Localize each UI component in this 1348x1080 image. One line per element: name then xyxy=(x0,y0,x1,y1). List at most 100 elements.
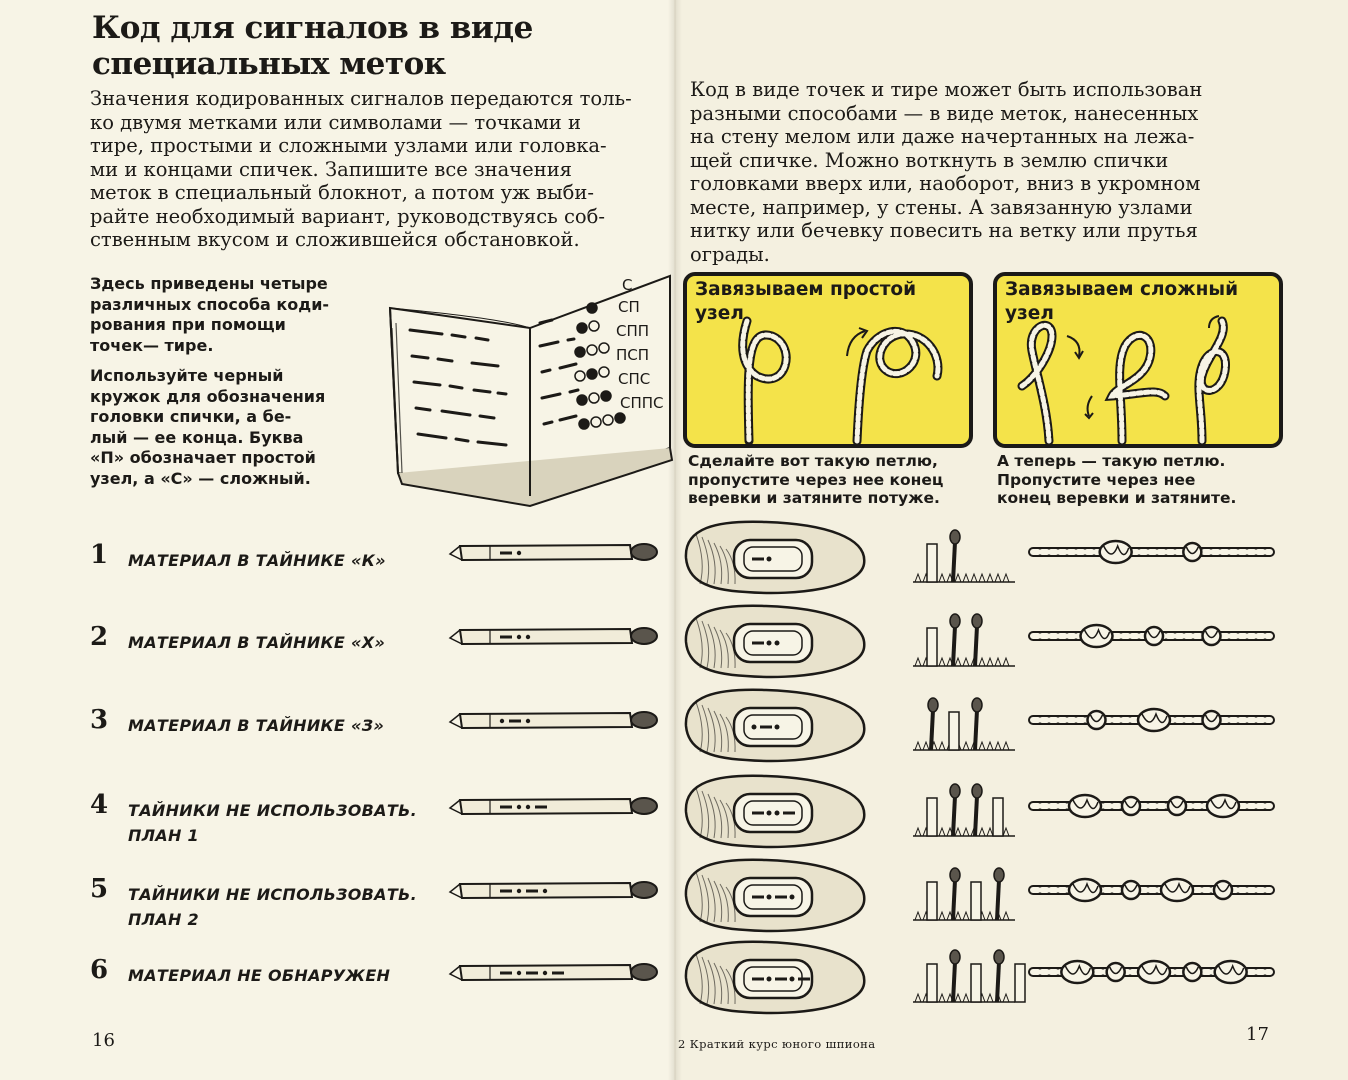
notebook-illustration: С СП СПП ПСП СПС СППС xyxy=(388,274,674,508)
note-line: Используйте черный xyxy=(90,366,284,385)
simple-knot xyxy=(1105,961,1126,983)
dot-mark xyxy=(774,724,780,730)
code-label: МАТЕРИАЛ В ТАЙНИКЕ «З» xyxy=(128,713,458,738)
marked-stone xyxy=(684,774,866,849)
caption-line: пропустите через нее конец xyxy=(688,470,944,489)
simple-knot xyxy=(1086,709,1107,731)
note-line: различных способа коди- xyxy=(90,294,330,314)
match-head-up xyxy=(951,879,957,921)
notebook-code: СПС xyxy=(618,370,650,388)
panel-title-line: Завязываем сложный xyxy=(1005,279,1239,300)
intro-line: ограды. xyxy=(690,242,770,266)
match-head-down xyxy=(992,797,1004,837)
dot-mark xyxy=(499,718,505,724)
ground-match-group xyxy=(913,613,1015,667)
title-line: специальных меток xyxy=(92,46,446,82)
notebook-code: С xyxy=(622,276,632,294)
marked-match xyxy=(448,627,658,646)
simple-knot xyxy=(1143,625,1165,647)
intro-line: меток в специальный блокнот, а потом уж … xyxy=(90,181,595,204)
ground-match-group xyxy=(913,697,1015,751)
intro-line: головками вверх или, наоборот, вниз в ук… xyxy=(690,172,1201,195)
code-label-line: ТАЙНИКИ НЕ ИСПОЛЬЗОВАТЬ. xyxy=(128,801,417,820)
chapter-footer: 2 Краткий курс юного шпиона xyxy=(678,1037,876,1051)
dot-mark xyxy=(516,634,522,640)
dot-mark xyxy=(542,970,548,976)
methods-note: Здесь приведены четыре различных способа… xyxy=(90,274,375,356)
dot-mark xyxy=(525,718,531,724)
dot-mark xyxy=(766,894,772,900)
match-head-down xyxy=(926,627,938,667)
code-number: 3 xyxy=(90,705,109,735)
complex-knot-caption: А теперь — такую петлю. Пропустите через… xyxy=(997,452,1287,508)
dot-mark xyxy=(774,640,780,646)
knotted-rope xyxy=(1028,623,1275,649)
dot-mark xyxy=(516,970,522,976)
knotted-rope xyxy=(1028,877,1275,903)
intro-line: ми и концами спичек. Запишите все значен… xyxy=(90,157,572,181)
match-head-down xyxy=(1014,963,1026,1003)
intro-line: Значения кодированных сигналов передаютс… xyxy=(90,87,632,110)
note-line: рования при помощи xyxy=(90,315,286,334)
match-head-up xyxy=(929,709,935,751)
page-title: Код для сигналов в виде специальных мето… xyxy=(92,10,652,82)
legend-note: Используйте черный кружок для обозначени… xyxy=(90,366,355,489)
dot-mark xyxy=(516,550,522,556)
ground-match-group xyxy=(913,867,1015,921)
match-head-down xyxy=(926,543,938,583)
note-line: узел, а «С» — сложный. xyxy=(90,468,311,488)
intro-line: щей спичке. Можно воткнуть в землю спичк… xyxy=(690,148,1169,172)
code-label-line: ПЛАН 2 xyxy=(128,910,199,929)
match-head-up xyxy=(995,961,1001,1003)
complex-knot xyxy=(1205,793,1241,819)
intro-line: месте, например, у стены. А завязанную у… xyxy=(690,195,1193,219)
marked-match xyxy=(448,711,658,730)
knotted-rope xyxy=(1028,539,1275,565)
notebook-code: ПСП xyxy=(616,346,649,364)
complex-knot xyxy=(1060,959,1095,985)
code-number: 4 xyxy=(90,790,109,820)
complex-knot xyxy=(1098,539,1133,565)
simple-knot xyxy=(1120,795,1142,817)
intro-line: ко двумя метками или символами — точками… xyxy=(90,110,581,134)
notebook-code: СП xyxy=(618,298,640,316)
complex-knot xyxy=(1067,877,1103,903)
dot-mark xyxy=(751,724,757,730)
code-label: ТАЙНИКИ НЕ ИСПОЛЬЗОВАТЬ. ПЛАН 2 xyxy=(128,882,458,932)
match-head-up xyxy=(973,709,979,751)
dot-mark xyxy=(542,888,548,894)
intro-line: тире, простыми и сложными узлами или гол… xyxy=(90,134,607,157)
complex-knot xyxy=(1079,623,1114,649)
dot-mark xyxy=(525,804,531,810)
match-head-up xyxy=(973,795,979,837)
panel-title-line: узел xyxy=(695,303,744,324)
page-number-right: 17 xyxy=(1246,1024,1269,1045)
marked-match xyxy=(448,881,658,900)
simple-knot xyxy=(1166,795,1188,817)
dot-mark xyxy=(766,640,772,646)
match-head-up xyxy=(951,961,957,1003)
code-label-line: ПЛАН 1 xyxy=(128,826,199,845)
match-head-up xyxy=(995,879,1001,921)
simple-knot xyxy=(1120,879,1142,901)
simple-knot xyxy=(1182,961,1203,983)
code-label-line: МАТЕРИАЛ НЕ ОБНАРУЖЕН xyxy=(128,966,391,985)
code-label: ТАЙНИКИ НЕ ИСПОЛЬЗОВАТЬ. ПЛАН 1 xyxy=(128,798,458,848)
simple-knot-drawing xyxy=(738,316,943,444)
intro-line: на стену мелом или даже начертанных на л… xyxy=(690,125,1195,148)
code-number: 6 xyxy=(90,955,109,985)
dot-mark xyxy=(766,976,772,982)
match-head-down xyxy=(948,711,960,751)
simple-knot-panel: Завязываем простой узел xyxy=(683,272,973,448)
code-label-line: МАТЕРИАЛ В ТАЙНИКЕ «Х» xyxy=(128,633,386,652)
code-label: МАТЕРИАЛ В ТАЙНИКЕ «Х» xyxy=(128,630,458,655)
book-gutter xyxy=(668,0,682,1080)
caption-line: Пропустите через нее xyxy=(997,470,1196,489)
match-head-down xyxy=(926,963,938,1003)
complex-knot xyxy=(1213,959,1248,985)
code-label-line: МАТЕРИАЛ В ТАЙНИКЕ «З» xyxy=(128,716,385,735)
left-intro-paragraph: Значения кодированных сигналов передаютс… xyxy=(90,87,650,252)
dot-mark xyxy=(516,888,522,894)
notebook-code: СППС xyxy=(620,394,664,412)
dot-mark xyxy=(766,556,772,562)
